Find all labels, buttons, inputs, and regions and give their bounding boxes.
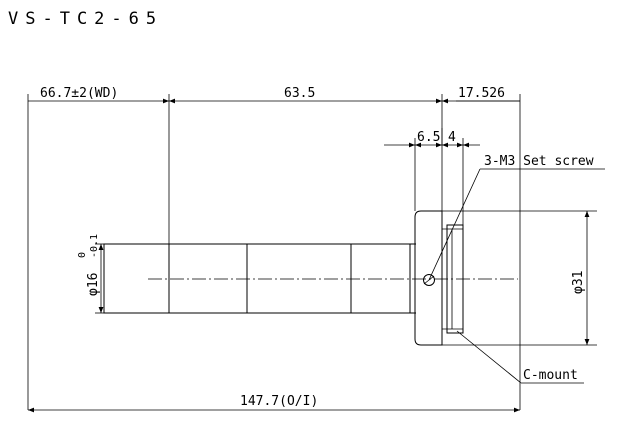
lens-body — [103, 210, 464, 346]
svg-text:147.7(O/I): 147.7(O/I) — [240, 394, 318, 409]
dim-length-17-526: 17.526 — [442, 86, 520, 104]
extension-lines — [27, 94, 597, 410]
svg-text:17.526: 17.526 — [458, 86, 505, 101]
set-screw — [423, 274, 435, 286]
lens-head — [414, 210, 443, 346]
set-screw-callout: 3-M3 Set screw — [428, 154, 605, 281]
svg-text:0: 0 — [77, 252, 88, 258]
dim-diameter-16: φ16 0 -0.1 — [77, 234, 104, 313]
svg-text:φ31: φ31 — [571, 271, 586, 294]
svg-text:66.7±2(WD): 66.7±2(WD) — [40, 86, 118, 101]
c-mount-callout: C-mount — [456, 330, 584, 384]
svg-text:-0.1: -0.1 — [89, 234, 100, 258]
svg-text:3-M3 Set screw: 3-M3 Set screw — [484, 154, 594, 169]
svg-text:4: 4 — [448, 130, 456, 145]
dim-length-63-5: 63.5 — [169, 86, 442, 104]
svg-text:63.5: 63.5 — [284, 86, 315, 101]
dim-total-length: 147.7(O/I) — [28, 394, 520, 413]
drawing-title: VS-TC2-65 — [8, 9, 163, 29]
dim-6-5-and-4: 6.5 4 — [384, 128, 480, 148]
svg-text:6.5: 6.5 — [417, 130, 440, 145]
lens-tube — [103, 243, 411, 314]
svg-text:φ16: φ16 — [86, 273, 101, 296]
svg-text:C-mount: C-mount — [523, 368, 578, 383]
dim-working-distance: 66.7±2(WD) — [28, 86, 169, 104]
dim-diameter-31: φ31 — [571, 211, 590, 345]
